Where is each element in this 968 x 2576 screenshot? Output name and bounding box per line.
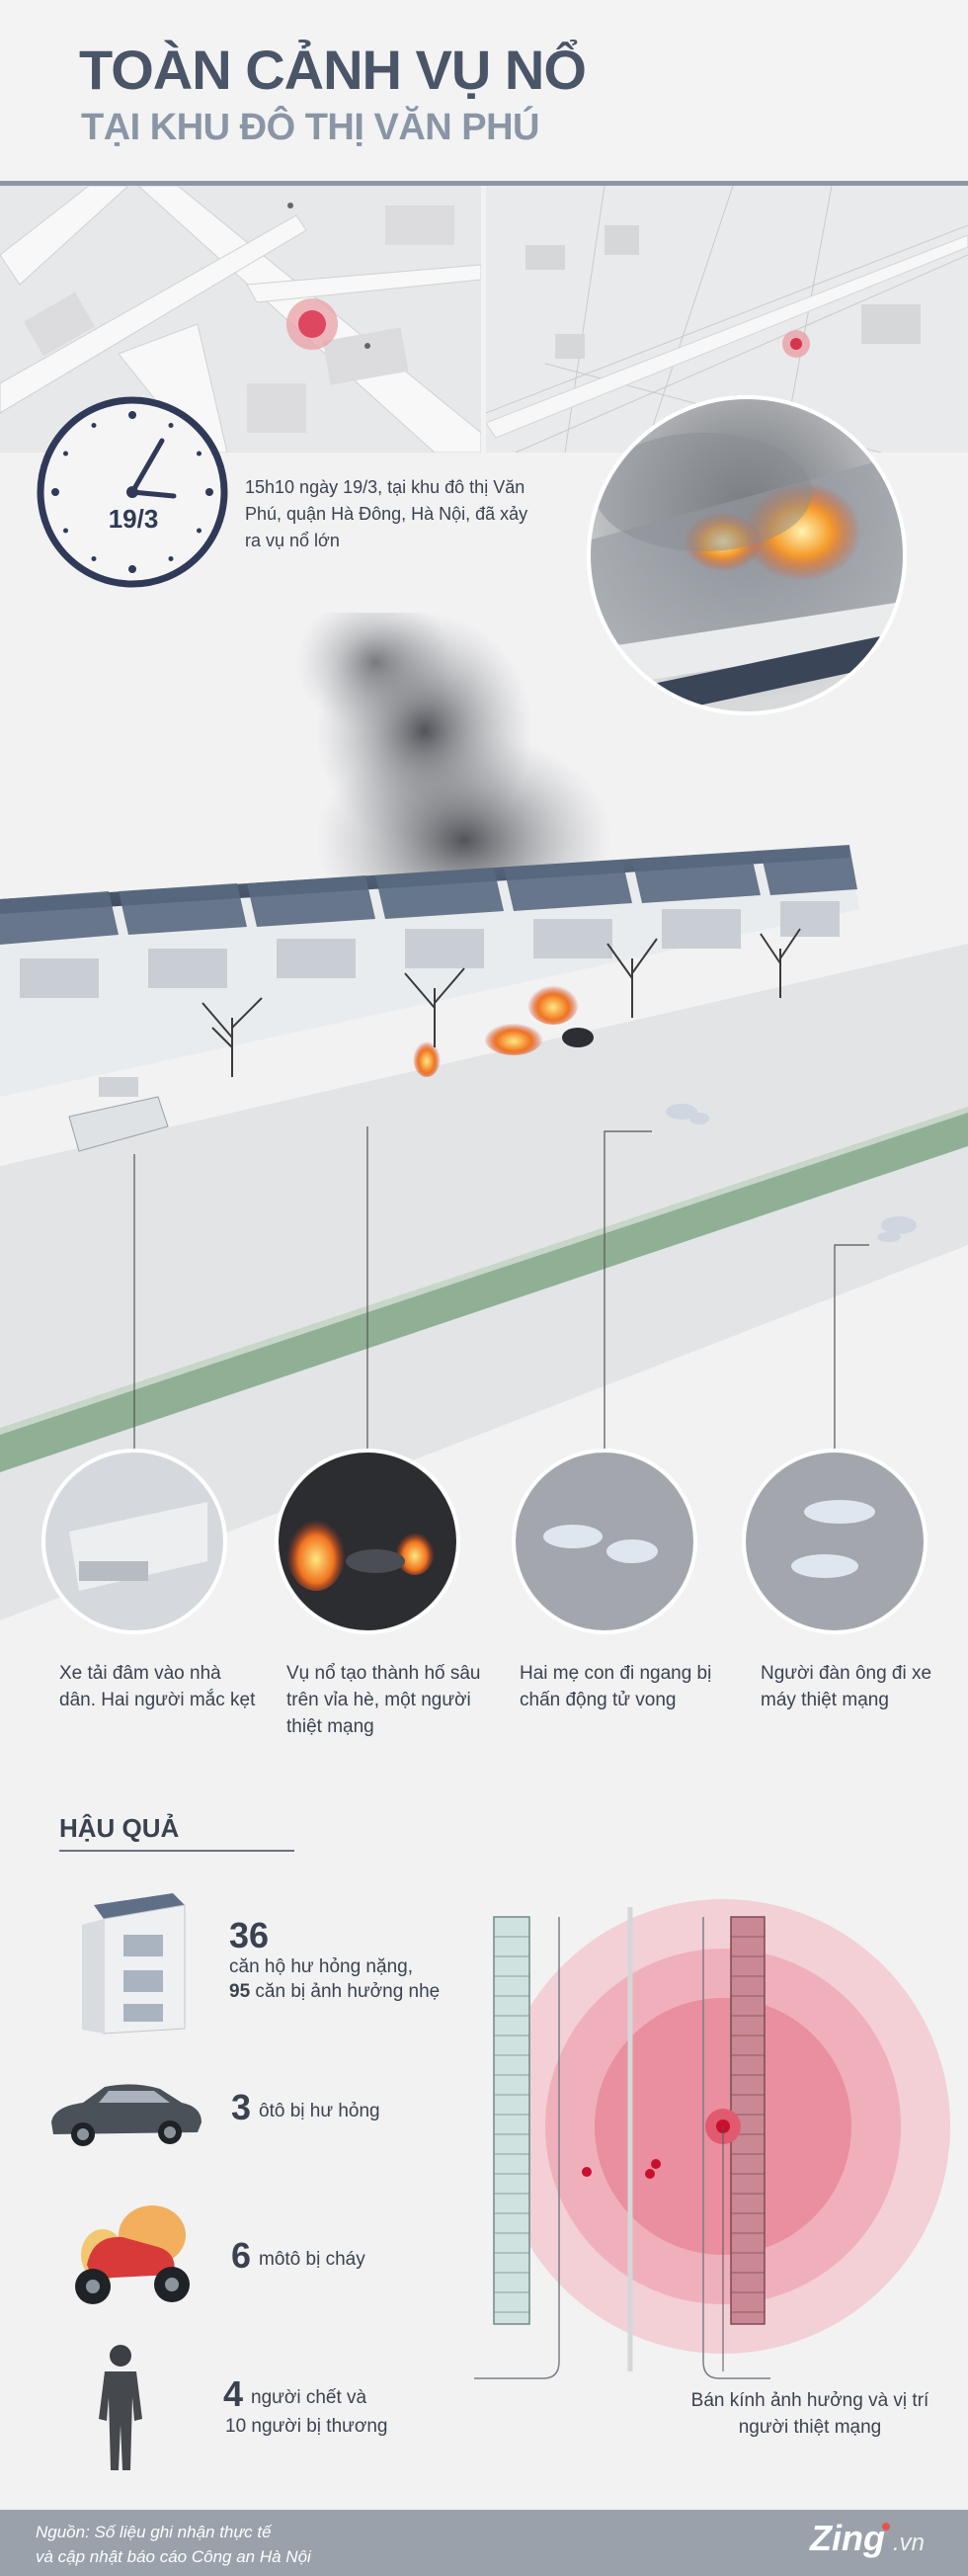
victim-point: [651, 2159, 661, 2169]
building-strip-left: [493, 1916, 530, 2325]
map-left: [0, 186, 481, 453]
stat-apartments-text: căn hộ hư hỏng nặng,: [229, 1956, 413, 1977]
stat-injured-text: 10 người bị thương: [225, 2416, 388, 2437]
footer: [0, 2510, 968, 2576]
header: [0, 0, 968, 181]
person-icon: [99, 2345, 142, 2470]
stat-casualties-number: 4: [223, 2373, 244, 2414]
brand-logo-suffix: .vn: [893, 2530, 926, 2556]
building-icon: [82, 1893, 186, 2035]
footer-source-line1: Nguồn: Số liệu ghi nhận thực tế: [36, 2523, 272, 2541]
stat-cars-number: 3: [231, 2087, 252, 2127]
header-divider: [0, 181, 968, 186]
stat-motorbikes-number: 6: [231, 2235, 252, 2276]
motorbike-icon: [75, 2205, 190, 2304]
radius-diagram-label: Bán kính ảnh hưởng và vị trí người thiệt…: [690, 2390, 929, 2438]
victim-point: [582, 2167, 592, 2177]
footer-source-line2: và cập nhật báo cáo Công an Hà Nội: [36, 2547, 311, 2566]
section-divider: [59, 1850, 294, 1852]
page-subtitle: TẠI KHU ĐÔ THỊ VĂN PHÚ: [81, 107, 540, 148]
stat-apartments-light: 95 căn bị ảnh hưởng nhẹ: [229, 1981, 441, 2002]
stat-motorbikes-text: môtô bị cháy: [259, 2249, 365, 2270]
clock-date: 19/3: [108, 504, 159, 534]
map-left-graphic: [0, 186, 481, 453]
stat-apartments-number: 36: [229, 1915, 270, 1955]
brand-logo-dot: [882, 2523, 890, 2531]
stat-casualties-text: người chết và: [251, 2387, 367, 2408]
victim-description-mother-child: Hai mẹ con đi ngang bị chấn động tử vong: [520, 1663, 712, 1710]
brand-logo[interactable]: Zing: [810, 2518, 885, 2558]
victim-description-motorbike: Người đàn ông đi xe máy thiệt mạng: [761, 1663, 932, 1710]
section-title-consequences: HẬU QUẢ: [59, 1813, 180, 1843]
victim-description-truck: Xe tải đâm vào nhà dân. Hai người mắc kẹ…: [59, 1663, 256, 1710]
explosion-closeup: [585, 393, 909, 717]
page-title: TOÀN CẢNH VỤ NỔ: [79, 39, 587, 101]
scene-illustration: [0, 593, 968, 1660]
victim-description-crater: Vụ nổ tạo thành hố sâu trên vỉa hè, một …: [286, 1663, 481, 1737]
victim-point: [645, 2169, 655, 2179]
stat-cars-text: ôtô bị hư hỏng: [259, 2101, 380, 2121]
impact-radius-diagram: [474, 1899, 950, 2379]
intro-description: 15h10 ngày 19/3, tại khu đô thị Văn Phú,…: [245, 477, 528, 550]
clock-icon: [36, 395, 229, 589]
truck-icon: [68, 1077, 169, 1152]
car-icon: [51, 2084, 202, 2146]
